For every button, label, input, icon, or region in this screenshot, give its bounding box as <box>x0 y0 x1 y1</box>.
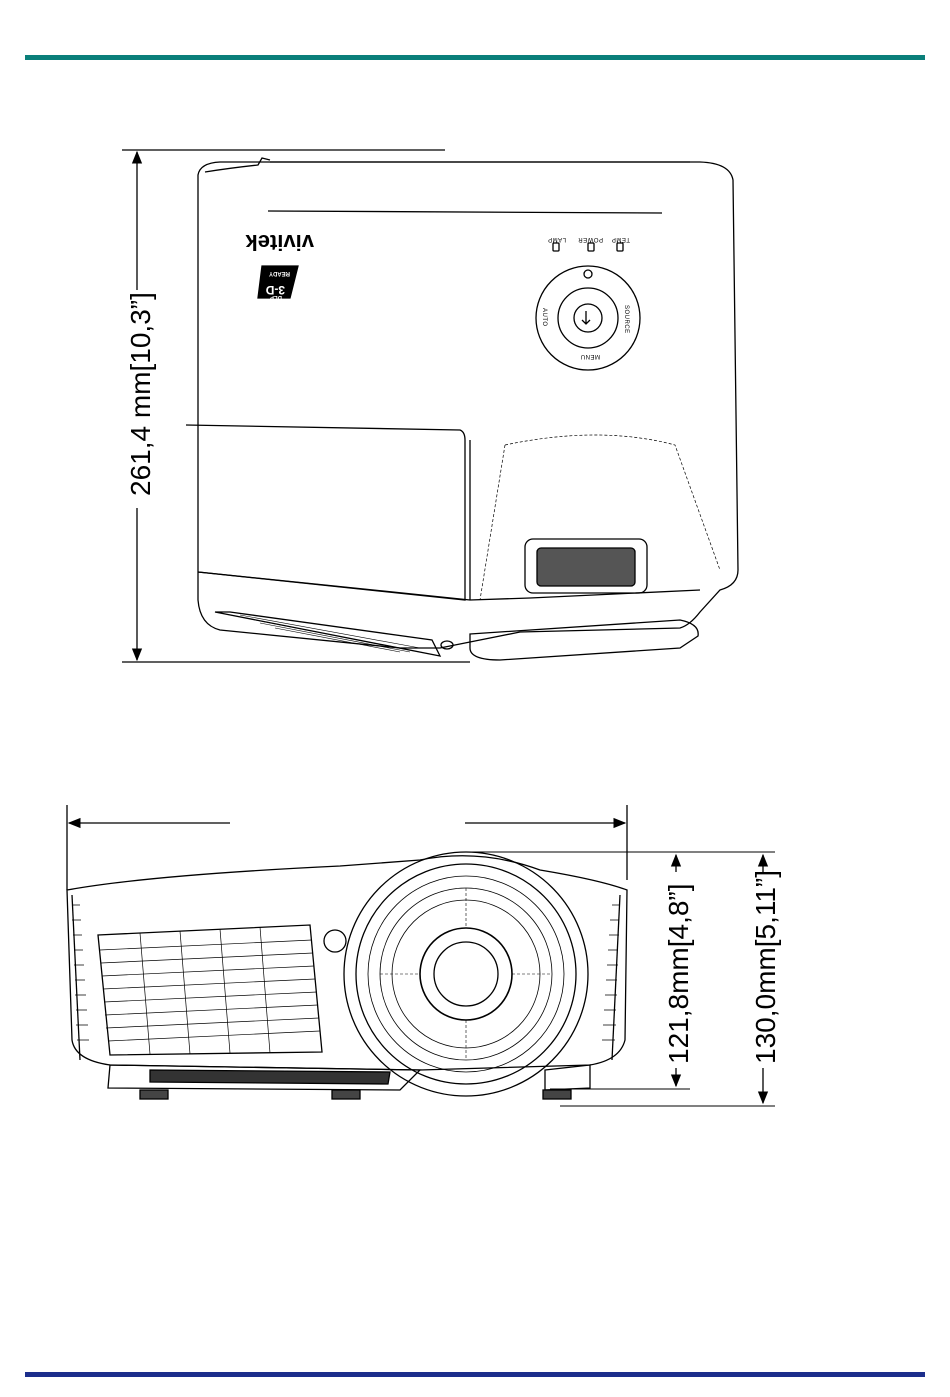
indicator-label-temp: TEMP <box>611 236 630 242</box>
badge-text-3d: 3-D <box>265 283 285 297</box>
foot-center <box>332 1090 360 1099</box>
top-view <box>122 150 738 662</box>
enter-button <box>574 304 602 332</box>
ir-sensor <box>324 930 346 952</box>
keypad-label-source: SOURCE <box>623 305 629 334</box>
top-groove <box>268 211 662 213</box>
foot-right <box>543 1090 571 1099</box>
projector-front-outline <box>67 856 627 1070</box>
lamp-door <box>186 425 465 600</box>
indicator-label-lamp: LAMP <box>548 236 566 242</box>
depth-dimension-label: 261,4 mm[10,3”] <box>125 292 156 496</box>
lens-barrel-top <box>470 620 698 660</box>
speaker-grille <box>537 548 635 586</box>
bottom-rule <box>25 1372 925 1377</box>
height-dimension-label: 121,8mm[4,8”] <box>663 883 694 1064</box>
base-vent <box>150 1070 390 1084</box>
indicator-label-power: POWER <box>578 236 603 242</box>
keypad-label-menu: MENU <box>580 353 600 359</box>
brand-logo: vivitek <box>245 230 314 255</box>
badge-text-ready: READY <box>269 270 290 276</box>
power-button-icon <box>584 270 592 278</box>
keypad-label-auto: AUTO <box>541 308 547 327</box>
overall-height-dimension-label: 130,0mm[5,11”] <box>750 870 781 1064</box>
foot-left <box>140 1090 168 1099</box>
